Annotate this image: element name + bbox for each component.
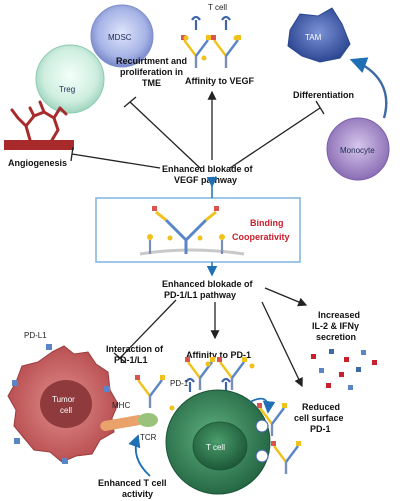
binding-cooperativity-box: Binding Cooperativity <box>95 177 301 277</box>
affinity-pd1-label: Affinity to PD-1 <box>186 350 251 360</box>
tcr-label: TCR <box>140 433 157 442</box>
treg-label: Treg <box>59 85 75 94</box>
cooperativity-label: Cooperativity <box>232 232 290 242</box>
arrow-interaction <box>119 299 177 359</box>
pd1-bridging-antibodies <box>133 355 255 411</box>
tcell-top-label: T cell <box>208 3 227 12</box>
tam-cell: TAM <box>287 7 351 63</box>
binding-label: Binding <box>250 218 284 228</box>
reduced-pd1-label: Reduced cell surface PD-1 <box>294 402 346 434</box>
arrow-inhibit-angiogenesis <box>71 153 161 169</box>
arrow-inhibit-recruitment <box>129 101 201 169</box>
differentiation-curve-arrow <box>349 57 388 119</box>
enhanced-vegf-label: Enhanced blokade of VEGF pathway <box>162 164 255 185</box>
arrow-enhanced-tcell <box>128 434 151 477</box>
tcell-bottom-label: T cell <box>206 443 225 452</box>
mdsc-cell: MDSC <box>90 4 154 68</box>
arrow-increased-secretion <box>264 287 308 307</box>
angiogenesis-vessel-icon <box>4 100 74 150</box>
mdsc-label: MDSC <box>108 33 132 42</box>
pd1-internalization <box>249 397 303 476</box>
tumor-label: Tumor cell <box>52 395 77 415</box>
enhanced-pd1-label: Enhanced blokade of PD-1/L1 pathway <box>162 279 255 300</box>
mhc-label: MHC <box>112 401 130 410</box>
monocyte-label: Monocyte <box>340 146 375 155</box>
vegf-affinity-antibodies <box>179 15 243 70</box>
arrow-inhibit-differentiation <box>229 107 321 169</box>
pdl1-label: PD-L1 <box>24 331 47 340</box>
tam-label: TAM <box>305 33 322 42</box>
cytokine-particles <box>311 349 377 390</box>
tcell-large: T cell <box>165 389 271 495</box>
enhanced-tcell-label: Enhanced T cell activity <box>98 478 169 499</box>
mhc-tcr-complex <box>100 413 158 431</box>
pd1-label: PD-1 <box>170 379 189 388</box>
bispecific-antibody-icon <box>147 206 225 254</box>
interaction-label: Interaction of PD-1/L1 <box>106 344 166 365</box>
treg-cell: Treg <box>35 44 105 114</box>
affinity-vegf-label: Affinity to VEGF <box>185 76 254 86</box>
recruitment-label: Recuirtment and proliferation in TME <box>116 56 190 88</box>
angiogenesis-label: Angiogenesis <box>8 158 67 168</box>
arrow-reduced-pd1 <box>261 301 303 388</box>
monocyte-cell: Monocyte <box>326 117 390 181</box>
tumor-cell: Tumor cell <box>7 344 119 464</box>
differentiation-label: Differentiation <box>293 90 354 100</box>
increased-cytokine-label: Increased IL-2 & IFNγ secretion <box>312 310 363 342</box>
